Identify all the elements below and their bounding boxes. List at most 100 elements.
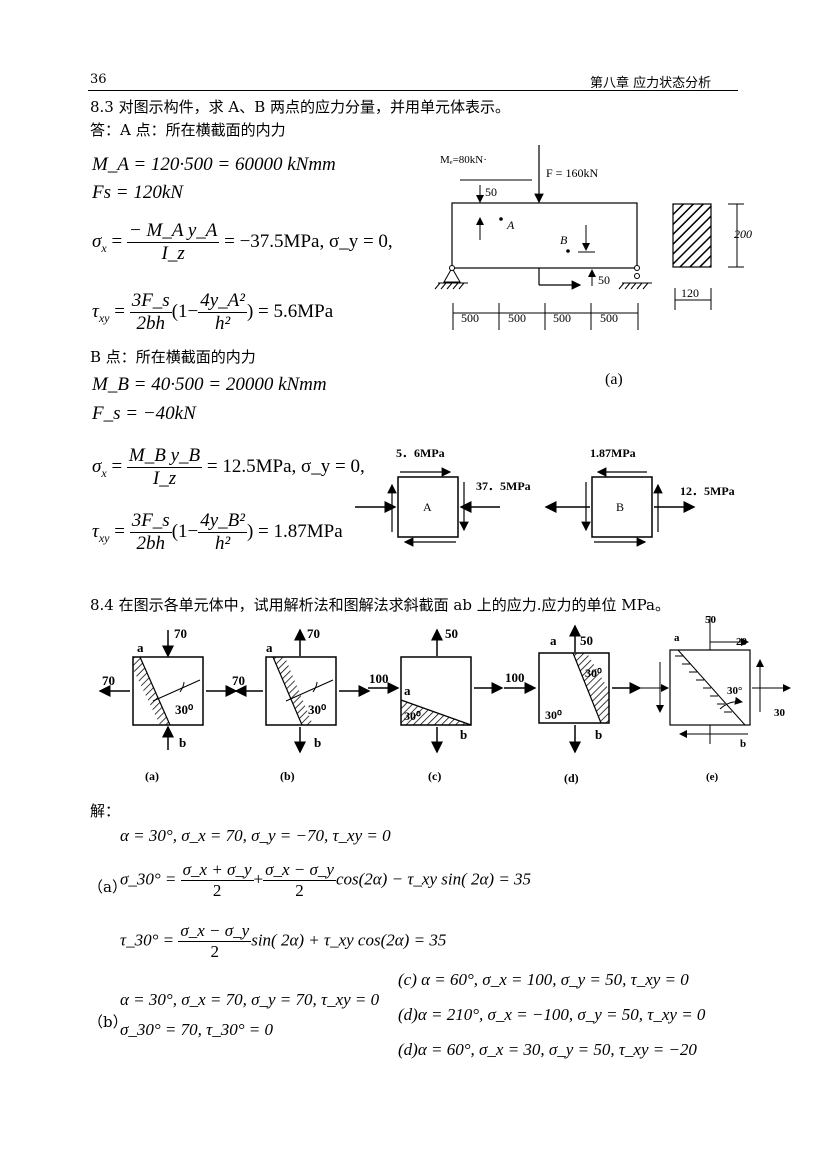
stress-elements-ab: A 5．6MPa 37．5MPa B 1.87MPa 12．5MPa: [355, 446, 735, 547]
cross-section: [672, 203, 712, 268]
84e-b: b: [740, 738, 746, 750]
eq-84-2-f1d: 2: [212, 881, 222, 900]
element-b-tau-label: 1.87MPa: [590, 446, 636, 460]
eq-84-2-lhs: σ_30° =: [120, 869, 177, 889]
span-1: 500: [461, 311, 479, 325]
beam-body: [451, 202, 638, 269]
84e-right-top: 20: [736, 636, 748, 648]
eq-84-7: (d)α = 210°, σ_x = −100, σ_y = 50, τ_xy …: [398, 1005, 706, 1024]
element-84c: 50 100 30⁰ a b (c): [368, 626, 504, 783]
question-84-title: 8.4 在图示各单元体中，试用解析法和图解法求斜截面 ab 上的应力.应力的单位…: [90, 596, 670, 614]
eq-84-5: σ_30° = 70, τ_30° = 0: [120, 1020, 274, 1039]
span-3: 500: [553, 311, 571, 325]
label-moment-me: Mₑ=80kN·: [440, 154, 487, 166]
eq-tau-a-den2: h²: [215, 313, 231, 334]
eq-84-3-fd: 2: [210, 942, 220, 961]
84a-a: a: [137, 640, 144, 655]
84a-angle: 30⁰: [175, 702, 194, 717]
eq-tau-a-num2: 4y_A²: [198, 290, 247, 313]
84a-caption: (a): [145, 769, 159, 783]
element-a-box: [397, 476, 459, 538]
span-2: 500: [508, 311, 526, 325]
84c-caption: (c): [428, 769, 441, 783]
eq-tau-b-den2: h²: [215, 533, 231, 554]
84d-b: b: [595, 727, 602, 742]
84c-a: a: [404, 683, 411, 698]
eq-84-3-fn: σ_x − σ_y: [178, 921, 252, 942]
label-a: （a）: [88, 878, 127, 896]
chapter-title: 第八章 应力状态分析: [590, 76, 712, 91]
label-point-a: A: [506, 218, 515, 232]
element-a-label: A: [423, 500, 432, 514]
eq-84-3-lhs: τ_30° =: [120, 930, 175, 950]
header-rule: [88, 90, 738, 91]
84a-b: b: [179, 735, 186, 750]
84c-left: 100: [369, 671, 389, 686]
84b-top: 70: [307, 626, 320, 641]
page-number: 36: [90, 72, 107, 87]
element-84a: 70 70 30⁰ a b (a): [98, 626, 238, 783]
84b-left: 70: [232, 673, 245, 688]
eq-sigma-x-a-rest: = −37.5MPa, σ_y = 0,: [224, 230, 393, 252]
support-right-pin: [634, 265, 640, 271]
eq-84-1: α = 30°, σ_x = 70, σ_y = −70, τ_xy = 0: [120, 826, 391, 845]
span-4: 500: [600, 311, 618, 325]
84c-top: 50: [445, 626, 458, 641]
eq-tau-a-num: 3F_s: [129, 290, 172, 313]
84b-b: b: [314, 735, 321, 750]
eq-sigma-x-b-rest: = 12.5MPa, σ_y = 0,: [206, 455, 365, 477]
84b-a: a: [266, 640, 273, 655]
eq-sigma-x-b-num: M_B y_B: [126, 445, 203, 468]
answer-a-heading: 答：A 点：所在横截面的内力: [90, 121, 286, 139]
eq-mb: M_B = 40·500 = 20000 kNmm: [92, 374, 327, 395]
84d-top: 50: [580, 633, 593, 648]
eq-84-2-f2d: 2: [295, 881, 304, 900]
eq-84-2-f2n: σ_x − σ_y: [263, 860, 336, 881]
label-force-f: F = 160kN: [546, 166, 598, 180]
84e-caption: (e): [706, 771, 719, 783]
eq-84-2-f1n: σ_x + σ_y: [180, 860, 254, 881]
eq-fs-b: F_s = −40kN: [92, 403, 196, 424]
eq-84-4: α = 30°, σ_x = 70, σ_y = 70, τ_xy = 0: [120, 990, 380, 1009]
label-point-b: B: [560, 233, 568, 247]
84a-top: 70: [174, 626, 187, 641]
label-120: 120: [681, 286, 699, 300]
eq-84-2-rest: cos(2α) − τ_xy sin( 2α) = 35: [335, 869, 532, 889]
84c-b: b: [460, 727, 467, 742]
element-84b: 70 70 30⁰ a b (b): [232, 626, 371, 783]
element-a-tau-label: 5．6MPa: [396, 446, 445, 460]
element-84d: 50 100 30⁰ 30⁰ a b (d): [504, 624, 642, 785]
84e-top: 50: [705, 614, 717, 626]
eq-sigma-x-a-num: − M_A y_A: [126, 220, 220, 243]
eq-sigma-x-a-den: I_z: [161, 243, 185, 264]
label-50-top: 50: [485, 185, 497, 199]
eq-tau-a-den: 2bh: [136, 313, 165, 334]
solution-label: 解：: [90, 802, 121, 820]
84d-a: a: [550, 633, 557, 648]
84e-a: a: [674, 632, 680, 644]
point-a: [499, 217, 503, 221]
answer-b-heading: B 点：所在横截面的内力: [90, 348, 256, 366]
element-84e: 50 a 20 30° 30 b (e): [628, 614, 791, 783]
eq-tau-a-rest: ) = 5.6MPa: [246, 300, 334, 322]
support-left-pin: [449, 265, 455, 271]
label-200: 200: [734, 227, 752, 241]
eq-tau-b-num2: 4y_B²: [198, 510, 247, 533]
point-b: [566, 249, 570, 253]
84d-angle-bottom: 30⁰: [545, 708, 562, 722]
eq-84-8: (d)α = 60°, σ_x = 30, σ_y = 50, τ_xy = −…: [398, 1040, 697, 1059]
84e-right: 30: [774, 707, 786, 719]
84e-angle: 30°: [727, 685, 742, 697]
stress-elements-84: 70 70 30⁰ a b (a) 70 70 30⁰ a b (b) 50 1…: [98, 614, 791, 785]
84a-left: 70: [102, 673, 115, 688]
84d-caption: (d): [564, 771, 579, 785]
element-b-label: B: [616, 500, 624, 514]
element-b-box: [591, 476, 653, 538]
84b-angle: 30⁰: [308, 702, 327, 717]
eq-tau-b-num: 3F_s: [129, 510, 172, 533]
